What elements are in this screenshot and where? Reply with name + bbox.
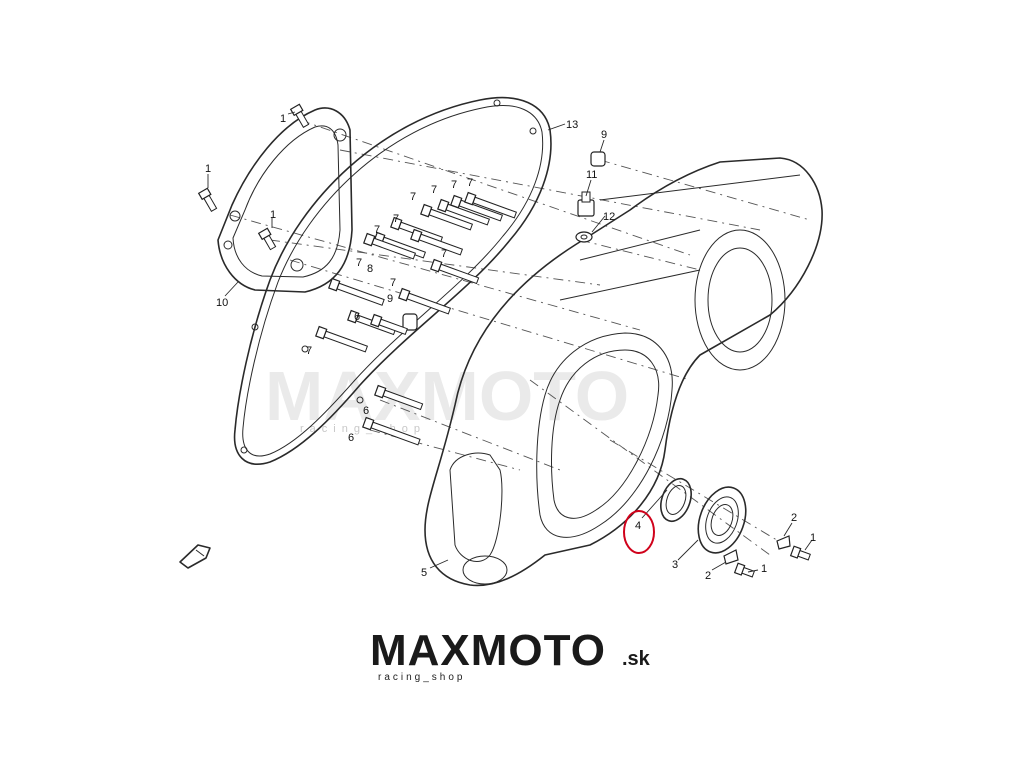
plug-11 [577, 191, 595, 217]
callout-3: 3 [672, 559, 678, 571]
callout-4: 4 [635, 520, 641, 532]
callout-7: 7 [431, 184, 437, 196]
washer-12 [575, 231, 593, 243]
cover-plate-10 [217, 107, 353, 293]
callout-9: 9 [601, 129, 607, 141]
callout-7: 7 [356, 257, 362, 269]
logo-max-text: MAXMOTO [370, 626, 606, 675]
callout-12: 12 [603, 211, 615, 223]
bolts [197, 103, 811, 578]
callout-6: 6 [354, 311, 360, 323]
front-arrow-icon [179, 544, 211, 569]
watermark: MAXMOTO racing_shop [265, 357, 629, 435]
callout-1: 1 [205, 163, 211, 175]
callout-7: 7 [441, 248, 447, 260]
logo-tagline: racing_shop [378, 672, 465, 683]
callout-2: 2 [705, 570, 711, 582]
callout-7: 7 [393, 213, 399, 225]
bearing-3 [697, 486, 747, 554]
maxmoto-logo: MAXMOTO .sk racing_shop [370, 626, 651, 683]
callout-leaders [207, 111, 813, 573]
callout-labels: 1 1 1 10 13 9 11 12 7 7 7 7 7 7 7 7 7 7 … [205, 113, 816, 582]
callout-1: 1 [761, 563, 767, 575]
callout-1: 1 [280, 113, 286, 125]
callout-6: 6 [363, 405, 369, 417]
callout-7: 7 [390, 277, 396, 289]
logo-sk-text: .sk [622, 648, 651, 670]
callout-10: 10 [216, 297, 228, 309]
callout-7: 7 [410, 191, 416, 203]
callout-1: 1 [810, 532, 816, 544]
callout-13: 13 [566, 119, 578, 131]
callout-1: 1 [270, 209, 276, 221]
callout-7: 7 [306, 345, 312, 357]
highlight-circle-part-4 [623, 510, 655, 554]
callout-5: 5 [421, 567, 427, 579]
callout-6: 6 [348, 432, 354, 444]
callout-2: 2 [791, 512, 797, 524]
callout-11: 11 [586, 169, 597, 181]
callout-8: 8 [367, 263, 373, 275]
oil-seal-4 [660, 477, 692, 523]
callout-9: 9 [387, 293, 393, 305]
callout-7: 7 [374, 224, 380, 236]
dowel-9 [402, 151, 606, 331]
crankcase-cover-5 [424, 157, 823, 587]
callout-7: 7 [451, 179, 457, 191]
alignment-lines [229, 119, 811, 561]
callout-7: 7 [467, 177, 473, 189]
